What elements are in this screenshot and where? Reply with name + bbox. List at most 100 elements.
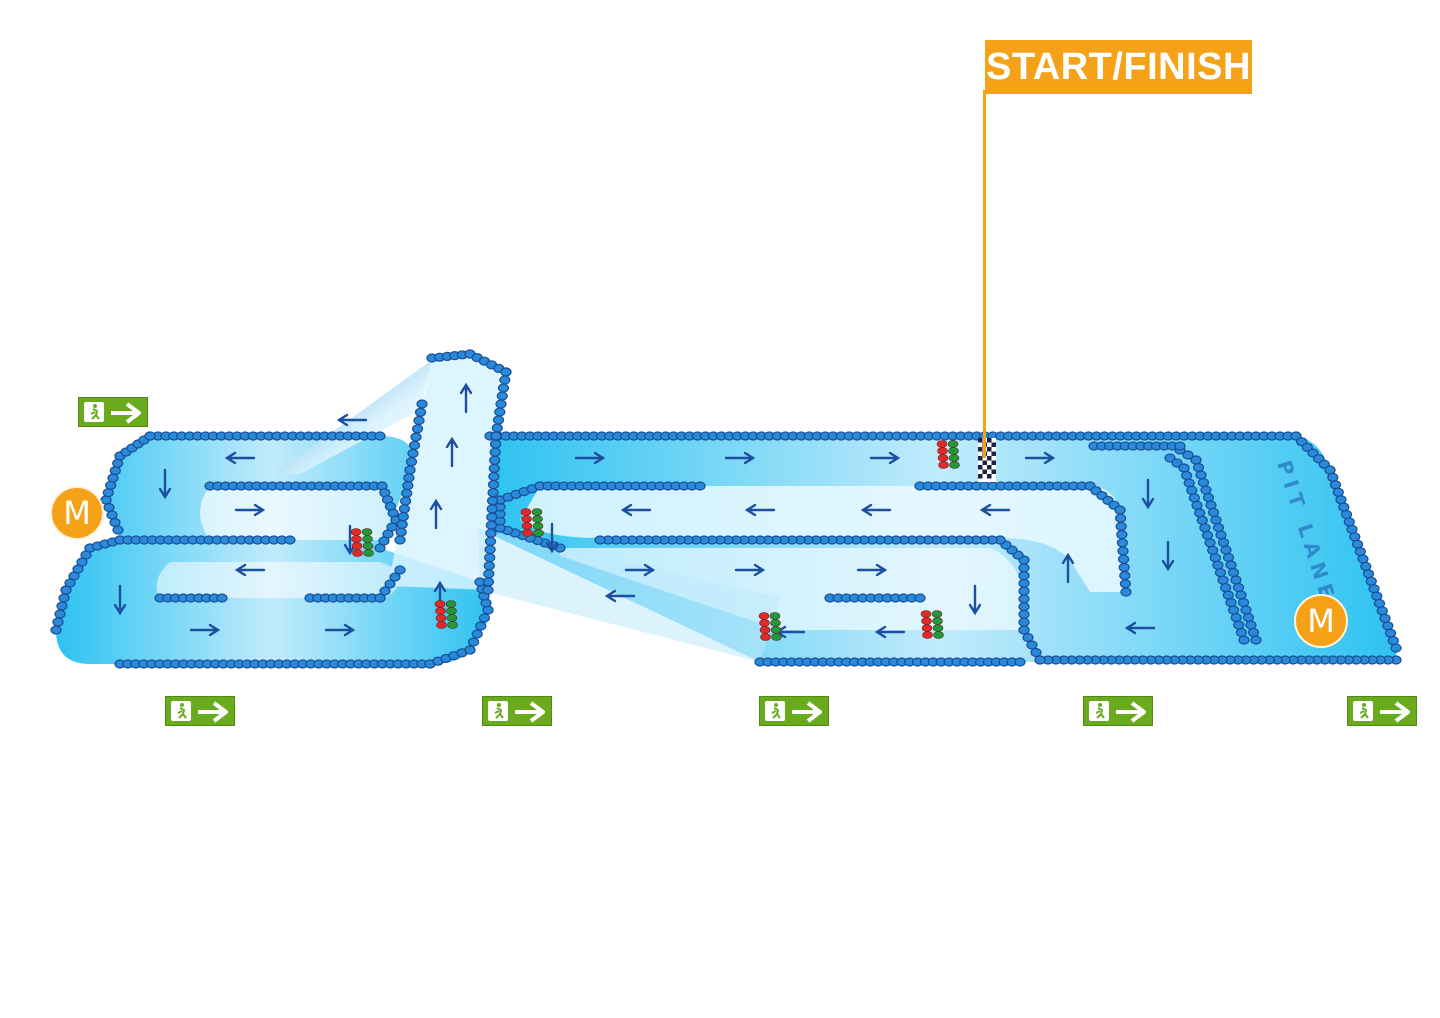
tyre-barrier	[488, 463, 500, 473]
tyre-barrier	[1018, 570, 1030, 581]
running-person-icon	[765, 701, 785, 721]
tyre-barrier	[1371, 591, 1383, 601]
start-finish-label: START/FINISH	[985, 40, 1252, 94]
tyre-barrier	[1018, 625, 1030, 635]
arrow-icon	[545, 522, 559, 554]
emergency-exit-icon	[1083, 696, 1153, 726]
start-finish-line	[978, 438, 996, 482]
tyre-barrier	[1182, 450, 1194, 460]
tyre-barrier	[495, 399, 507, 409]
tyre-barrier	[482, 577, 494, 587]
tyre-barrier	[103, 502, 115, 513]
metro-icon: M	[50, 486, 104, 540]
tyre-barrier	[397, 512, 409, 522]
arrow-icon	[234, 563, 266, 577]
tyre-barrier	[1116, 529, 1128, 540]
tyre-barrier	[1357, 554, 1369, 564]
tyre-barrier	[413, 415, 425, 426]
tyre-barrier	[1018, 594, 1030, 604]
tyre-barrier	[694, 481, 706, 491]
tyre-barrier	[1390, 643, 1402, 653]
tyre-barrier	[1338, 502, 1350, 512]
tyre-barrier	[394, 565, 406, 575]
tyre-barrier	[1354, 546, 1366, 557]
running-person-icon	[84, 402, 104, 422]
tyre-barrier	[395, 527, 407, 537]
tyre-barrier	[1116, 538, 1129, 548]
tyre-barrier	[1217, 537, 1230, 548]
running-person-icon	[1089, 701, 1109, 721]
arrow-right-icon	[1380, 701, 1410, 723]
tyre-barrier	[144, 431, 156, 441]
tyre-barrier	[1201, 530, 1214, 540]
tyre-barrier	[1242, 612, 1255, 623]
start-finish-pointer-line	[983, 90, 986, 458]
tyre-barrier	[1196, 515, 1208, 525]
direction-arrows	[113, 382, 1175, 639]
arrow-right-icon	[1116, 701, 1146, 723]
tyre-barrier	[1238, 635, 1250, 645]
tyre-barrier	[1382, 621, 1394, 631]
arrow-icon	[459, 382, 473, 414]
tyre-barrier	[487, 496, 499, 506]
tyre-barrier	[394, 535, 406, 545]
tyre-barrier	[1373, 598, 1386, 609]
tyre-barrier	[389, 572, 401, 582]
tyre-barrier	[1332, 487, 1344, 497]
tyre-barrier	[1351, 539, 1364, 549]
tyre-barrier	[1214, 568, 1227, 578]
tyre-barrier	[1360, 561, 1372, 572]
arrow-right-icon	[111, 402, 141, 424]
arrow-icon	[234, 503, 266, 517]
arrow-icon	[604, 589, 636, 603]
tyre-barrier	[1222, 590, 1234, 600]
tyre-barrier	[1346, 524, 1358, 534]
tyre-barrier	[1230, 612, 1242, 623]
tyre-barrier	[1327, 472, 1339, 482]
arrow-icon	[744, 503, 776, 517]
tyre-barrier	[410, 432, 422, 442]
arrow-icon	[979, 503, 1011, 517]
tyre-barrier	[484, 536, 497, 547]
tyre-barrier	[468, 637, 480, 647]
tyre-barrier	[416, 399, 428, 409]
arrow-right-icon	[515, 701, 545, 723]
tyre-barrier	[1217, 575, 1229, 585]
tyre-barrier	[1018, 563, 1030, 573]
tyre-barrier	[1195, 470, 1207, 480]
tyre-barrier	[490, 431, 502, 441]
tyre-barrier	[1210, 515, 1222, 525]
tyre-barrier	[374, 593, 386, 603]
tyre-barrier	[405, 457, 418, 467]
tyre-barrier	[1362, 569, 1375, 579]
tyre-barrier	[1018, 617, 1030, 627]
tyre-barrier	[487, 488, 499, 498]
arrow-icon	[874, 625, 906, 639]
tyre-barrier	[1164, 453, 1176, 463]
tyre-barrier	[1235, 627, 1248, 638]
tyre-barrier	[482, 585, 494, 595]
tyre-barrier	[491, 423, 503, 433]
tyre-barrier	[396, 519, 408, 530]
tyre-barrier	[496, 391, 508, 401]
tyre-barrier	[464, 645, 476, 655]
arrow-icon	[574, 451, 606, 465]
arrow-icon	[968, 584, 982, 616]
tyre-barrier	[1180, 470, 1193, 481]
tyre-barrier	[497, 383, 510, 393]
tyre-barrier	[1188, 493, 1201, 503]
arrow-icon	[429, 498, 443, 530]
tyre-barrier	[478, 613, 490, 623]
arrow-icon	[1024, 451, 1056, 465]
tyre-barrier	[1227, 567, 1240, 578]
tyre-barrier	[1119, 579, 1132, 589]
tyre-barrier	[1237, 597, 1250, 608]
tyre-barrier	[109, 466, 121, 476]
tyre-barrier	[486, 504, 498, 514]
tyre-barrier	[594, 535, 606, 545]
tyre-barrier	[1202, 492, 1215, 503]
tyre-barrier	[1212, 560, 1224, 570]
tyre-barrier	[50, 625, 62, 635]
tyre-barrier	[914, 593, 926, 603]
emergency-exit-icon	[759, 696, 829, 726]
